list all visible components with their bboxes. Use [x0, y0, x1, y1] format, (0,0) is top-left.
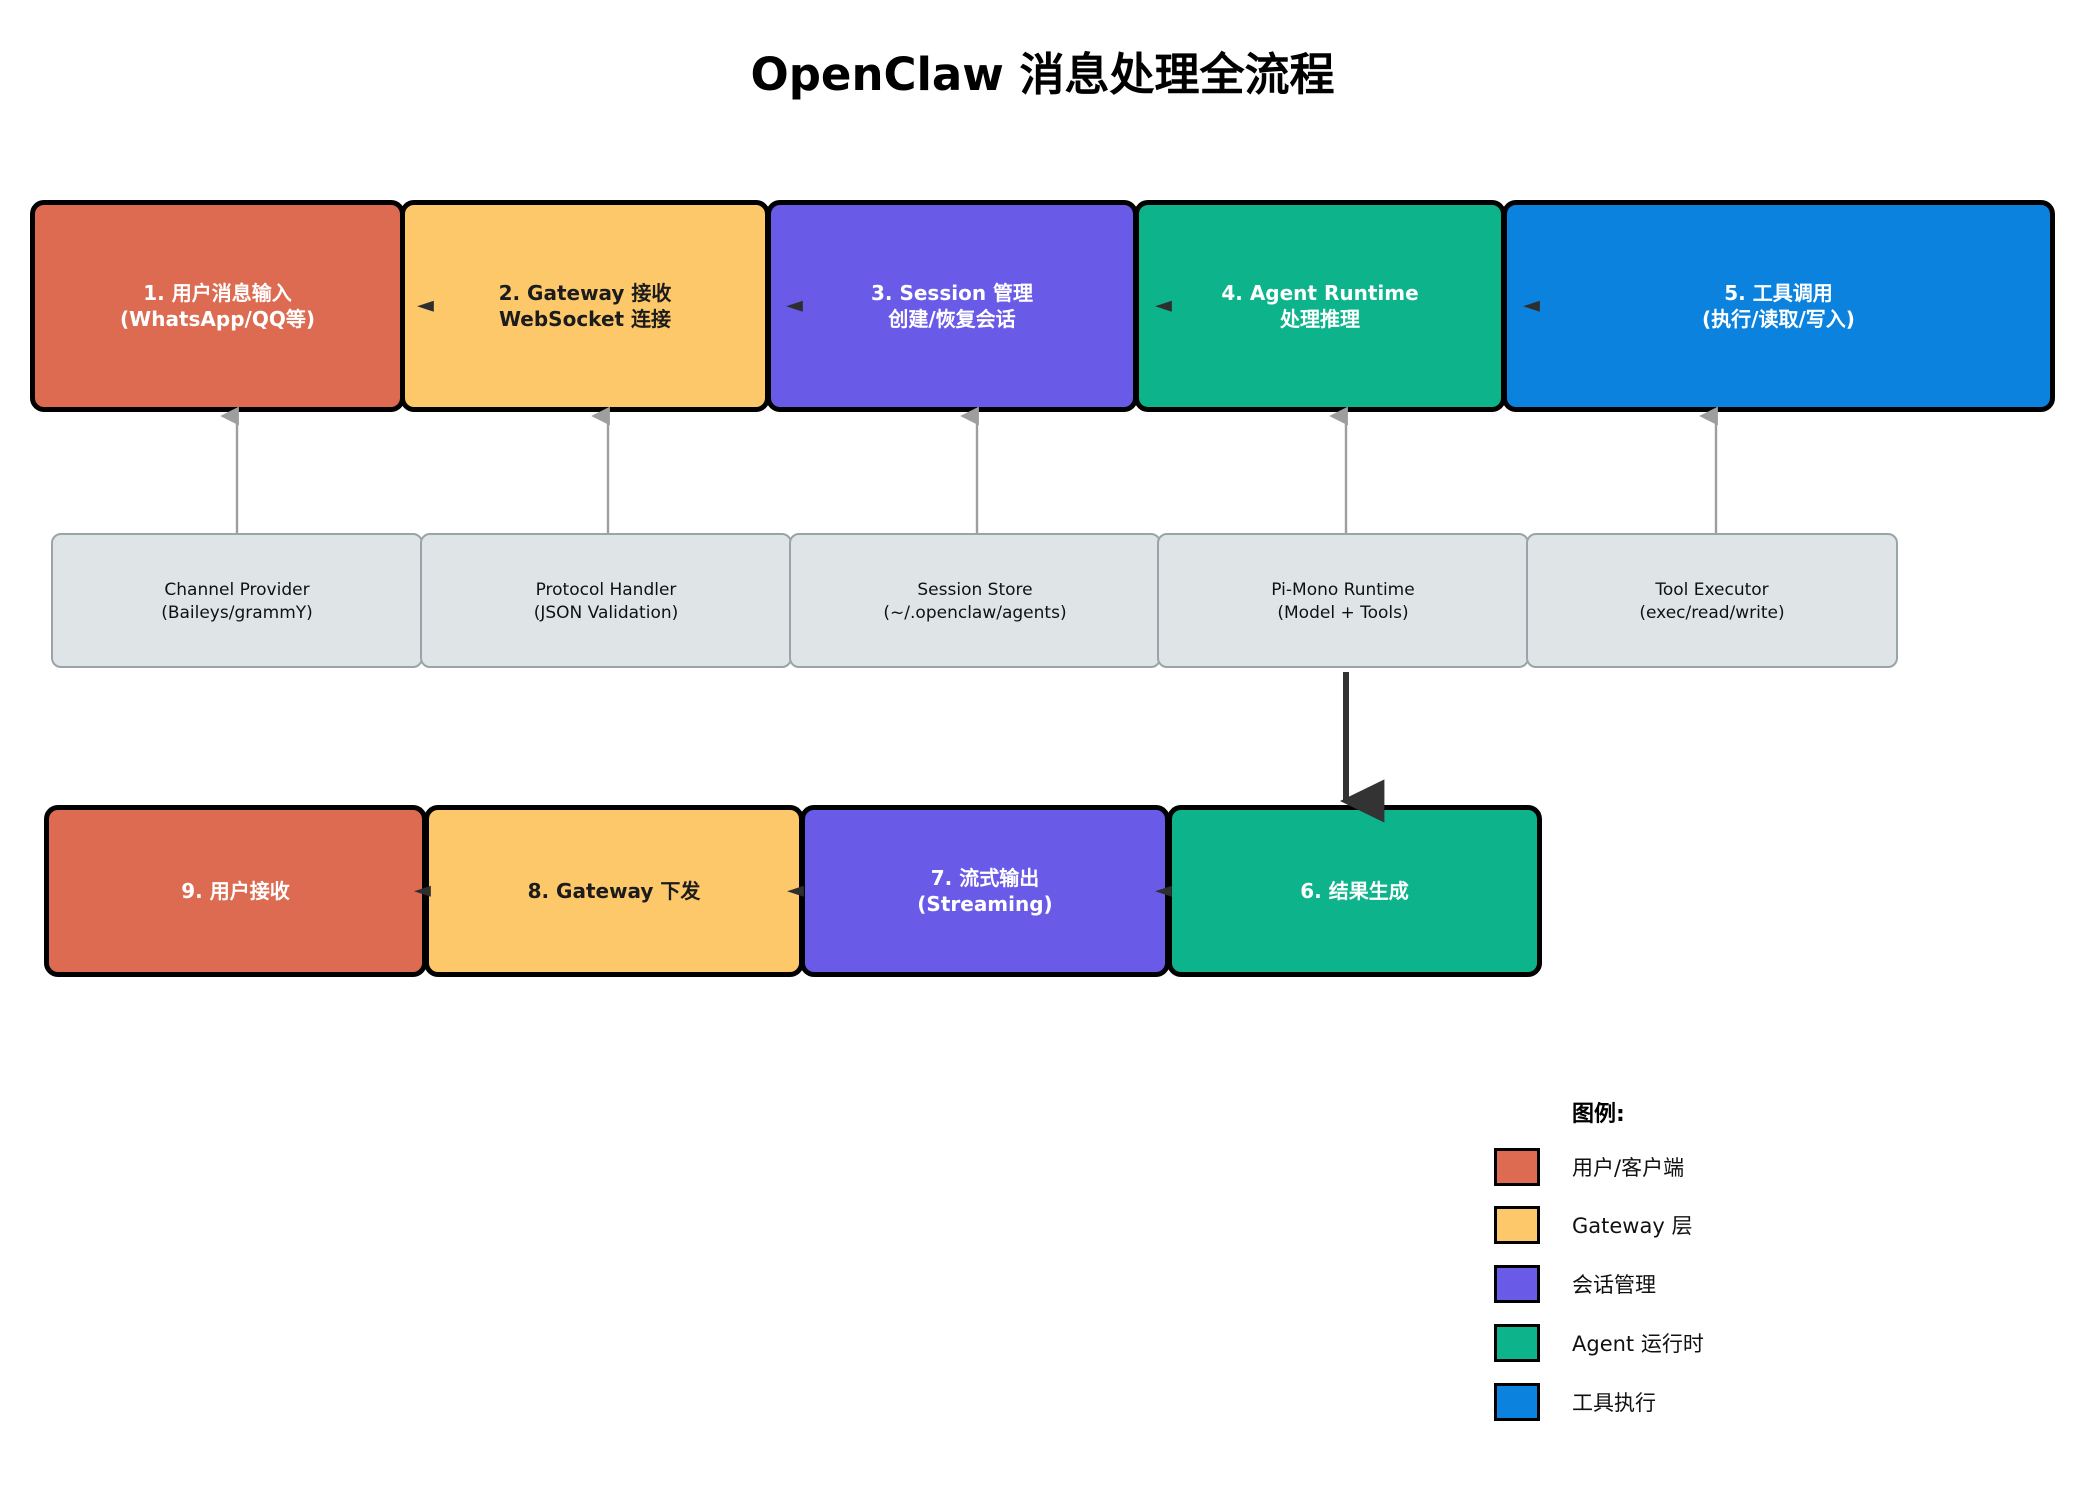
subcomponent-session-store[interactable]: Session Store (~/.openclaw/agents) [789, 533, 1161, 668]
node-label: 1. 用户消息输入 (WhatsApp/QQ等) [35, 280, 400, 333]
legend-item-label: Agent 运行时 [1572, 1328, 1704, 1358]
node-streaming-output[interactable]: 7. 流式输出 (Streaming) [800, 805, 1170, 977]
node-label: 7. 流式输出 (Streaming) [805, 865, 1165, 918]
node-result-generation[interactable]: 6. 结果生成 [1167, 805, 1542, 977]
subcomponent-link-group [237, 416, 1716, 533]
legend-swatch-icon [1494, 1383, 1540, 1421]
flow-arrow-icon-4: ◄ [1523, 295, 1540, 317]
legend-item-label: 会话管理 [1572, 1269, 1656, 1299]
node-label: 6. 结果生成 [1172, 878, 1537, 904]
subcomponent-channel-provider[interactable]: Channel Provider (Baileys/grammY) [51, 533, 423, 668]
flow-arrow-icon-7: ◄ [1155, 880, 1172, 902]
node-gateway-dispatch[interactable]: 8. Gateway 下发 [424, 805, 804, 977]
node-label: 2. Gateway 接收 WebSocket 连接 [405, 280, 765, 333]
node-label: 3. Session 管理 创建/恢复会话 [771, 280, 1133, 333]
subcomponent-tool-executor[interactable]: Tool Executor (exec/read/write) [1526, 533, 1898, 668]
legend-item-tool-exec[interactable]: 工具执行 [1494, 1381, 1914, 1423]
node-label: 4. Agent Runtime 处理推理 [1139, 280, 1501, 333]
subcomponent-label: Pi-Mono Runtime (Model + Tools) [1159, 579, 1527, 625]
subcomponent-label: Protocol Handler (JSON Validation) [422, 579, 790, 625]
flow-arrow-icon-1: ◄ [417, 295, 434, 317]
legend-item-label: Gateway 层 [1572, 1210, 1692, 1240]
subcomponent-label: Tool Executor (exec/read/write) [1528, 579, 1896, 625]
subcomponent-protocol-handler[interactable]: Protocol Handler (JSON Validation) [420, 533, 792, 668]
node-label: 9. 用户接收 [49, 878, 422, 904]
node-label: 8. Gateway 下发 [429, 878, 799, 904]
legend-title: 图例: [1572, 1096, 1625, 1128]
subcomponent-label: Channel Provider (Baileys/grammY) [53, 579, 421, 625]
flow-arrow-icon-5: ◄ [414, 880, 431, 902]
legend-item-label: 用户/客户端 [1572, 1152, 1684, 1182]
flow-arrow-icon-6: ◄ [787, 880, 804, 902]
node-session-management[interactable]: 3. Session 管理 创建/恢复会话 [766, 200, 1138, 412]
legend-item-label: 工具执行 [1572, 1387, 1656, 1417]
legend-swatch-icon [1494, 1206, 1540, 1244]
node-label: 5. 工具调用 (执行/读取/写入) [1507, 280, 2050, 333]
node-tool-invocation[interactable]: 5. 工具调用 (执行/读取/写入) [1502, 200, 2055, 412]
legend-swatch-icon [1494, 1265, 1540, 1303]
legend-item-client[interactable]: 用户/客户端 [1494, 1146, 1914, 1188]
legend-item-session[interactable]: 会话管理 [1494, 1263, 1914, 1305]
subcomponent-pi-mono-runtime[interactable]: Pi-Mono Runtime (Model + Tools) [1157, 533, 1529, 668]
subcomponent-label: Session Store (~/.openclaw/agents) [791, 579, 1159, 625]
page-title: OpenClaw 消息处理全流程 [0, 38, 2085, 103]
legend-swatch-icon [1494, 1148, 1540, 1186]
node-user-receive[interactable]: 9. 用户接收 [44, 805, 427, 977]
flow-arrow-icon-2: ◄ [786, 295, 803, 317]
node-agent-runtime[interactable]: 4. Agent Runtime 处理推理 [1134, 200, 1506, 412]
legend-swatch-icon [1494, 1324, 1540, 1362]
legend-item-agent-runtime[interactable]: Agent 运行时 [1494, 1322, 1914, 1364]
node-gateway-receive[interactable]: 2. Gateway 接收 WebSocket 连接 [400, 200, 770, 412]
legend-item-gateway[interactable]: Gateway 层 [1494, 1204, 1914, 1246]
flow-arrow-icon-3: ◄ [1155, 295, 1172, 317]
node-user-message-input[interactable]: 1. 用户消息输入 (WhatsApp/QQ等) [30, 200, 405, 412]
